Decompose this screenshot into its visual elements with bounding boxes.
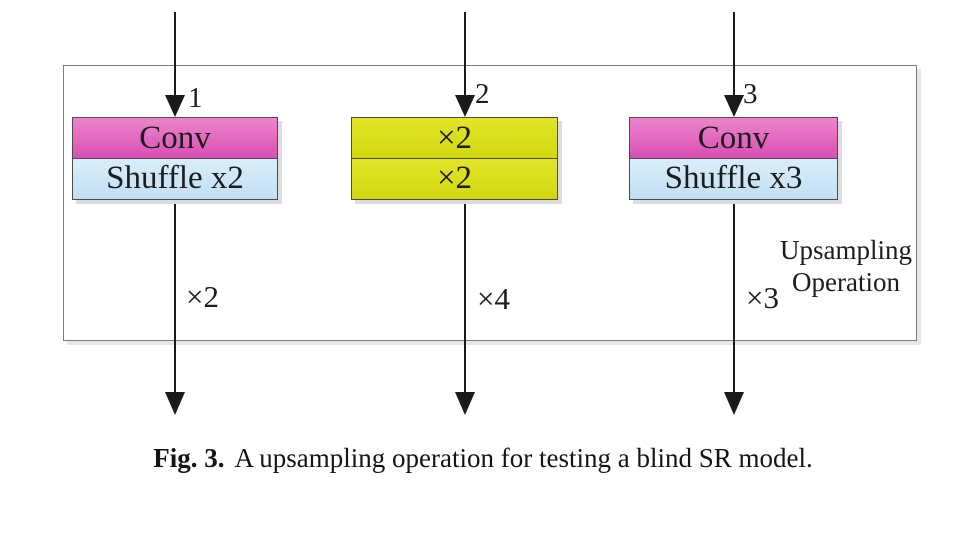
upscale-x2-block: ×2 [351, 157, 558, 200]
upsampling-operation-box [63, 65, 917, 341]
input-label-2: 2 [475, 78, 490, 110]
block-label: Conv [139, 119, 211, 156]
region-label-line1: Upsampling [780, 235, 912, 265]
block-label: ×2 [436, 160, 473, 196]
block-label: Shuffle x2 [106, 160, 244, 196]
region-label-line2: Operation [792, 267, 900, 297]
figure-caption: Fig. 3. A upsampling operation for testin… [0, 441, 966, 475]
branch-conv-shuffle-x3: Conv Shuffle x3 [629, 117, 838, 200]
input-label-3: 3 [743, 78, 758, 110]
caption-text: A upsampling operation for testing a bli… [234, 443, 813, 473]
conv-block: Conv [629, 117, 838, 159]
shuffle-x3-block: Shuffle x3 [629, 157, 838, 200]
caption-label: Fig. 3. [153, 443, 225, 473]
region-label: Upsampling Operation [771, 234, 921, 298]
block-label: ×2 [436, 119, 473, 156]
block-label: Shuffle x3 [664, 160, 803, 196]
branch-x2-x2: ×2 ×2 [351, 117, 558, 200]
output-scale-label-1: ×2 [186, 279, 219, 314]
upscale-x2-block: ×2 [351, 117, 558, 159]
branch-conv-shuffle-x2: Conv Shuffle x2 [72, 117, 278, 200]
conv-block: Conv [72, 117, 278, 159]
output-scale-label-2: ×4 [477, 281, 510, 316]
shuffle-x2-block: Shuffle x2 [72, 157, 278, 200]
input-label-1: 1 [188, 82, 203, 114]
output-scale-label-3: ×3 [746, 280, 779, 315]
block-label: Conv [697, 119, 770, 156]
